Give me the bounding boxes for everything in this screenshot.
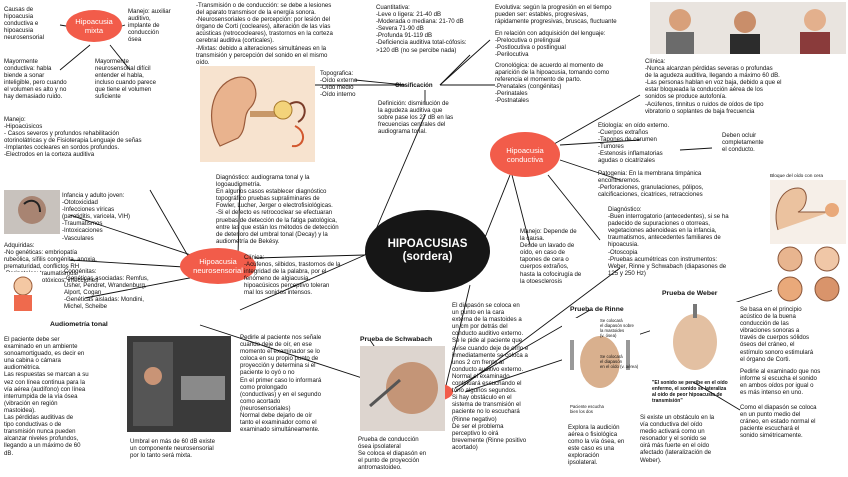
- rinne-label-mastoides: Se colocará el diapasón sobre la mastoid…: [600, 318, 634, 338]
- ear-pain-image: [4, 272, 42, 312]
- audiometry-booth-photo: [127, 336, 231, 432]
- bubble-hipoacusia-mixta: Hipoacusia mixta: [66, 10, 122, 42]
- patogenia-text: Patogenia: En la membrana timpánica enco…: [598, 170, 704, 199]
- schwabach-instructions: Pedirle al paciente nos señale cuando de…: [240, 334, 322, 434]
- cronologica-text: Cronológica: de acuerdo al momento de ap…: [495, 62, 610, 105]
- topografica-text: Topografica: -Oído externo -Oído medio -…: [320, 70, 358, 99]
- hearing-aid-image: [4, 190, 60, 234]
- causas-text: Causas de hipoacusia conductiva e hipoac…: [4, 6, 44, 42]
- weber-obstaculo-text: Si existe un obstáculo en la vía conduct…: [640, 414, 715, 464]
- rinne-illustration: [562, 318, 640, 404]
- clinica-conductiva-text: Clínica: -Nunca alcanzan pérdidas severa…: [645, 58, 782, 115]
- diagnostico-conductiva-text: Diagnóstico: -Buen interrogatorio (antec…: [608, 206, 729, 277]
- ear-anatomy-image: [200, 66, 315, 162]
- weber-principio-text: Se basa en el principio acústico de la b…: [740, 306, 814, 363]
- rinne-label-escucha: Paciente escucha bien los dos: [570, 404, 604, 414]
- rinne-explora-text: Explora la audición aérea o fisiológica …: [568, 424, 625, 467]
- ear-cross-section-image: [770, 180, 846, 244]
- patients-photo: [650, 2, 846, 54]
- weber-pedirle-text: Pedirle al examinado que nos informe si …: [740, 368, 821, 397]
- rinne-label-oido: Se colocará el diapasón en el oído (v. a…: [600, 354, 639, 369]
- mayormente-neurosensorial-text: Mayormente neurosensorial difícil entend…: [95, 58, 156, 101]
- deben-ocluir-text: Deben ocluir completamente el conducto.: [722, 132, 764, 154]
- bubble-hipoacusia-neurosensorial: Hipoacusia neurosensorial: [180, 248, 256, 284]
- schwabach-photo: [360, 346, 445, 431]
- transmision-text: -Transmisión o de conducción: se debe a …: [196, 2, 333, 66]
- prueba-conduccion-text: Prueba de conducción ósea ipsolateral Se…: [358, 436, 427, 472]
- audiometria-text: El paciente debe ser examinado en un amb…: [4, 336, 89, 457]
- center-title: HIPOACUSIAS (sordera): [365, 210, 490, 292]
- weber-title: Prueba de Weber: [662, 290, 718, 297]
- relacion-lenguaje-text: En relación con adquisición del lenguaje…: [495, 30, 606, 59]
- congenitas-text: Congénitas: -Genéticas asociadas: Remfus…: [64, 268, 149, 311]
- etiologia-text: Etiología: en oído externo. -Cuerpos ext…: [598, 122, 670, 165]
- tympanic-membranes-image: [772, 244, 846, 304]
- diagnostico-neurosensorial-text: Diagnóstico: audiograma tonal y la logoa…: [216, 174, 339, 245]
- weber-coloca-text: Como el diapasón se coloca en un punto m…: [740, 404, 817, 440]
- audiometria-title: Audiometría tonal: [50, 321, 108, 328]
- diapason-rinne-text: El diapasón se coloca en un punto en la …: [452, 302, 529, 451]
- weber-quote: "El sonido se percibe en el oído enfermo…: [652, 380, 728, 404]
- oido-cera-caption: Bloque del oído con cera: [770, 174, 824, 179]
- infancia-adulto-text: Infancia y adulto joven: -Ototoxicidad -…: [62, 192, 131, 242]
- cuantitativa-text: Cuantitativa: -Leve o ligera: 21-40 dB -…: [376, 4, 467, 54]
- manejo-neurosensorial-text: Manejo: -Hipoacúsicos - Casos severos y …: [4, 116, 142, 159]
- bubble-hipoacusia-conductiva: Hipoacusia conductiva: [490, 132, 560, 177]
- mayormente-conductiva-text: Mayormente conductiva: habla biende a so…: [4, 58, 67, 101]
- definicion-text: Definición: disminución de la agudeza au…: [378, 100, 454, 136]
- evolutiva-text: Evolutiva: según la progresión en el tie…: [495, 4, 617, 26]
- clinica-neurosensorial-text: Clínica: -Acúfenos, silbidos, trastornos…: [244, 254, 341, 297]
- manejo-mixta-text: Manejo: auxiliar auditivo, implante de c…: [128, 8, 171, 44]
- weber-illustration: [650, 302, 740, 382]
- clasificacion-label: Clasificación: [395, 82, 433, 89]
- manejo-conductiva-text: Manejo: Depende de la causa. Desde un la…: [520, 228, 582, 285]
- umbral-text: Umbral en más de 60 dB existe un compone…: [130, 438, 216, 460]
- schwabach-title: Prueba de Schwabach: [360, 336, 433, 343]
- rinne-title: Prueba de Rinne: [570, 306, 624, 313]
